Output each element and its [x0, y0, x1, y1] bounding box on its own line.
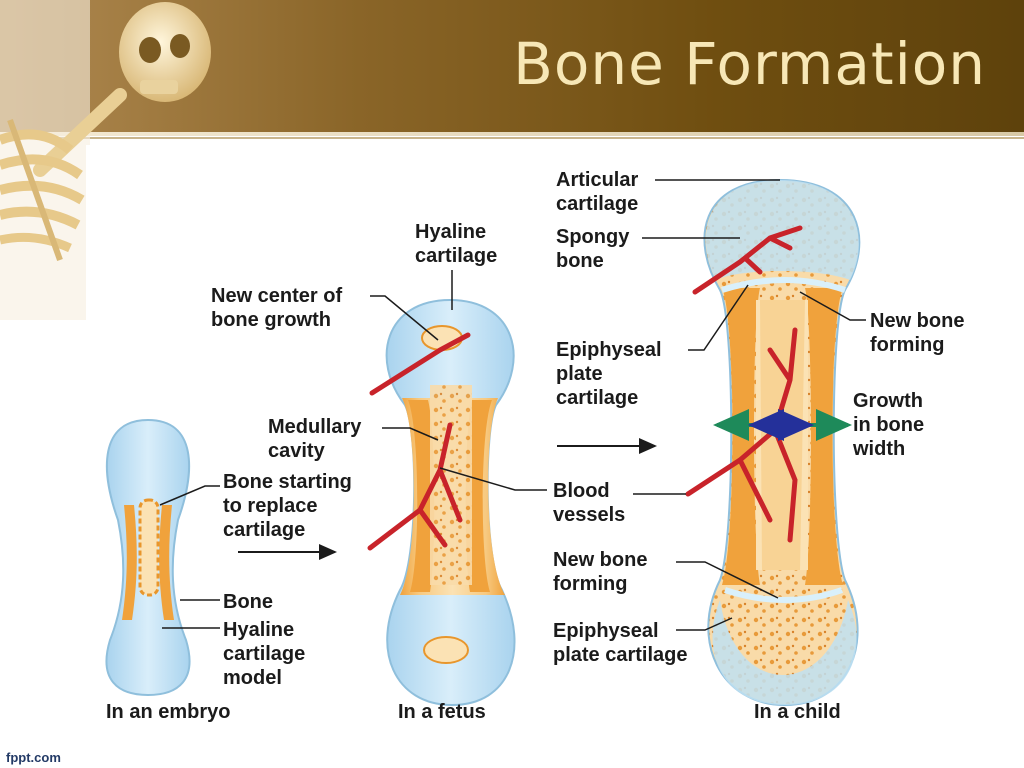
banner-divider-thin: [0, 137, 1024, 139]
footer-credit: fppt.com: [6, 750, 61, 765]
child-epiphyseal-plate-bottom: [724, 587, 843, 603]
label-epiphyseal-plate-cartilage-top: Epiphyseal plate cartilage: [556, 339, 667, 409]
embryo-cartilage-model: [105, 418, 191, 697]
label-new-bone-forming-middle: New bone forming: [553, 549, 653, 595]
label-medullary-cavity: Medullary cavity: [268, 416, 367, 462]
label-new-center-bone-growth: New center of bone growth: [211, 285, 348, 331]
label-growth-in-bone-width: Growth in bone width: [852, 390, 930, 460]
figure-panel: [86, 145, 1024, 750]
embryo-bone-collar-left: [122, 505, 137, 620]
label-hyaline-cartilage-top: Hyaline cartilage: [415, 221, 497, 267]
caption-child: In a child: [754, 701, 841, 723]
leader-lines: [159, 179, 866, 631]
fetus-bone: [367, 298, 516, 707]
label-new-bone-forming-right: New bone forming: [870, 310, 970, 356]
label-blood-vessels: Blood vessels: [553, 480, 625, 526]
label-articular-cartilage: Articular cartilage: [556, 169, 644, 215]
fetus-vessel-lower: [367, 422, 463, 551]
label-spongy-bone: Spongy bone: [556, 226, 635, 272]
label-hyaline-cartilage-model: Hyaline cartilage model: [223, 619, 311, 689]
slide-title: Bone Formation: [513, 30, 986, 98]
skeleton-picture: [0, 0, 211, 320]
caption-embryo: In an embryo: [106, 701, 230, 723]
child-articular-cartilage-top: [705, 180, 859, 280]
fetus-vessel-upper: [369, 332, 471, 396]
child-articular-cartilage-bottom: [712, 600, 857, 705]
label-bone: Bone: [223, 591, 273, 613]
child-epiphyseal-plate-top: [721, 277, 846, 293]
embryo-ossification: [138, 498, 160, 597]
embryo-bone-collar-right: [159, 505, 174, 620]
banner-divider: [0, 132, 1024, 136]
label-bone-starting: Bone starting to replace cartilage: [223, 471, 357, 541]
child-vessel-upper: [692, 225, 803, 295]
label-epiphyseal-plate-cartilage-bottom: Epiphyseal plate cartilage: [553, 620, 688, 666]
caption-fetus: In a fetus: [398, 701, 486, 723]
